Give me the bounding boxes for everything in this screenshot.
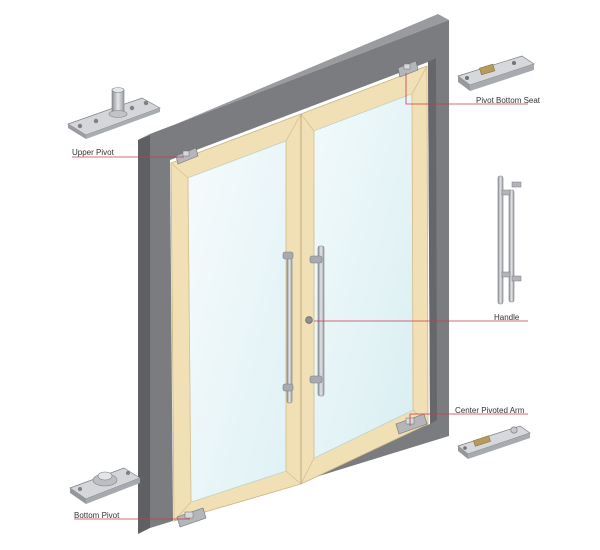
right-glass xyxy=(313,93,414,459)
wall-reveal xyxy=(428,58,437,424)
wall-side xyxy=(138,134,150,534)
door-pivots xyxy=(175,60,428,528)
label-bottom-pivot: Bottom Pivot xyxy=(74,511,120,520)
leader-pivot-bottom-seat xyxy=(405,73,528,105)
wall-frame xyxy=(138,14,449,534)
label-center-pivoted-arm: Center Pivoted Arm xyxy=(455,406,525,415)
label-handle: Handle xyxy=(494,313,520,322)
door-panels xyxy=(170,65,429,522)
leader-lines xyxy=(72,73,528,520)
handle-part xyxy=(497,175,522,305)
bottom-pivot-part xyxy=(69,467,141,504)
pivot-bottom-seat-part xyxy=(457,55,535,91)
center-pivoted-arm-part xyxy=(457,425,531,459)
label-pivot-bottom-seat: Pivot Bottom Seat xyxy=(476,96,541,105)
label-upper-pivot: Upper Pivot xyxy=(72,148,114,157)
left-glass xyxy=(187,140,287,503)
wall-top xyxy=(138,14,449,140)
leader-center-pivoted-arm xyxy=(409,413,528,426)
upper-pivot-part xyxy=(67,87,161,139)
